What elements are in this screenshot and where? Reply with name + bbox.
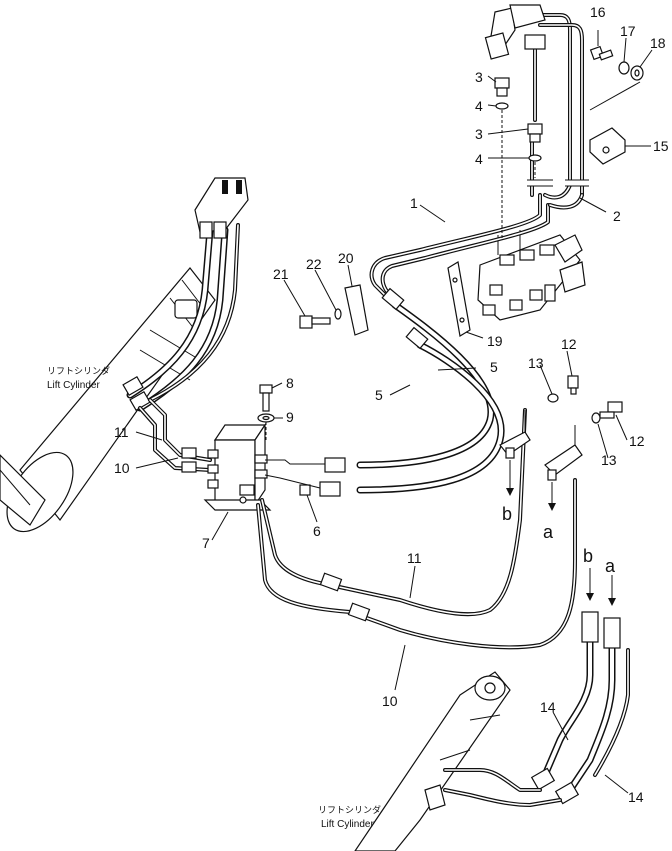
- callout-12-lower: 12: [629, 433, 645, 449]
- callout-3-lower: 3: [475, 126, 483, 142]
- callout-8: 8: [286, 375, 294, 391]
- washer-13-lower: [591, 412, 601, 424]
- callout-9: 9: [286, 409, 294, 425]
- callout-20: 20: [338, 250, 354, 266]
- connection-a-left: a: [543, 522, 554, 542]
- callout-15: 15: [653, 138, 669, 154]
- lower-cylinder-label-en: Lift Cylinder: [321, 819, 374, 830]
- hoses-5: [264, 287, 505, 497]
- washer-18: [630, 65, 644, 81]
- hoses-14: [530, 611, 630, 805]
- callout-5-left: 5: [375, 387, 383, 403]
- lower-tubes-10-11: [256, 408, 577, 650]
- callout-labels: 1 2 3 3 4 4 5 5 6 7 8 9 10 10 11 11 12 1…: [114, 4, 669, 805]
- lower-cylinder-label-jp: リフトシリンダ: [318, 804, 381, 816]
- callout-18: 18: [650, 35, 666, 51]
- callout-14-lower: 14: [628, 789, 644, 805]
- arrow-b-left: [506, 460, 514, 496]
- callout-17: 17: [620, 23, 636, 39]
- upper-cylinder-label-en: Lift Cylinder: [47, 380, 100, 391]
- adapter-3-lower: [527, 123, 543, 143]
- left-tubes-10-11: [138, 398, 212, 473]
- washer-9: [257, 413, 275, 423]
- o-ring-4-upper: [495, 102, 509, 110]
- callout-11-left: 11: [114, 424, 129, 440]
- callout-1: 1: [410, 195, 418, 211]
- cylinder-fittings-upper: [122, 375, 151, 412]
- callout-16: 16: [590, 4, 606, 20]
- bolt-12-upper: [567, 375, 579, 395]
- callout-10-left: 10: [114, 460, 130, 476]
- callout-22: 22: [306, 256, 322, 272]
- callout-4-upper: 4: [475, 98, 483, 114]
- lower-cylinder-tube: [443, 768, 562, 807]
- callout-12-upper: 12: [561, 336, 577, 352]
- callout-21: 21: [273, 266, 289, 282]
- callout-7: 7: [202, 535, 210, 551]
- bolt-12-lower: [599, 401, 623, 419]
- lift-cylinder-lower: [354, 671, 511, 851]
- tubes-upper-right: [526, 13, 589, 210]
- o-ring-4-lower: [528, 154, 542, 162]
- callout-6: 6: [313, 523, 321, 539]
- callout-11-lower: 11: [407, 550, 422, 566]
- clamp-15: [589, 127, 626, 165]
- bolt-16: [589, 45, 614, 61]
- callout-13-upper: 13: [528, 355, 544, 371]
- tube-1: [369, 193, 550, 307]
- plate-19: [447, 261, 471, 337]
- bracket-a-left: [544, 425, 583, 481]
- washer-13-upper: [547, 393, 559, 403]
- connection-b-right: b: [583, 546, 593, 566]
- washer-22: [334, 308, 342, 320]
- callout-13-lower: 13: [601, 452, 617, 468]
- adapter-3-upper: [494, 77, 510, 97]
- clamp-20: [344, 284, 369, 336]
- lift-cylinder-upper: [0, 267, 216, 533]
- elbow-fittings-top: [484, 4, 546, 60]
- arrow-a-right: [608, 575, 616, 606]
- callout-3-upper: 3: [475, 69, 483, 85]
- callout-5-right: 5: [490, 359, 498, 375]
- upper-cylinder-label-jp: リフトシリンダ: [47, 365, 110, 377]
- cylinder-labels: リフトシリンダ Lift Cylinder リフトシリンダ Lift Cylin…: [47, 365, 381, 830]
- washer-17: [618, 61, 630, 75]
- callout-10-lower: 10: [382, 693, 398, 709]
- connection-b-left: b: [502, 504, 512, 524]
- upper-left-bracket: [194, 177, 249, 239]
- upper-left-cylinder-hoses: [126, 223, 240, 412]
- bolt-21: [299, 315, 331, 329]
- callout-2: 2: [613, 208, 621, 224]
- connection-a-right: a: [605, 556, 616, 576]
- arrow-a-left: [548, 482, 556, 511]
- manifold-block: [203, 423, 272, 511]
- plug-6: [299, 484, 311, 496]
- control-valve: [477, 230, 586, 321]
- bolt-8: [259, 384, 273, 412]
- leader-lines: [135, 30, 653, 794]
- callout-14-upper: 14: [540, 699, 556, 715]
- arrow-b-right: [586, 568, 594, 601]
- callout-4-lower: 4: [475, 151, 483, 167]
- bracket-b-left: [499, 410, 531, 459]
- connection-letters: b a b a: [502, 504, 616, 576]
- callout-19: 19: [487, 333, 503, 349]
